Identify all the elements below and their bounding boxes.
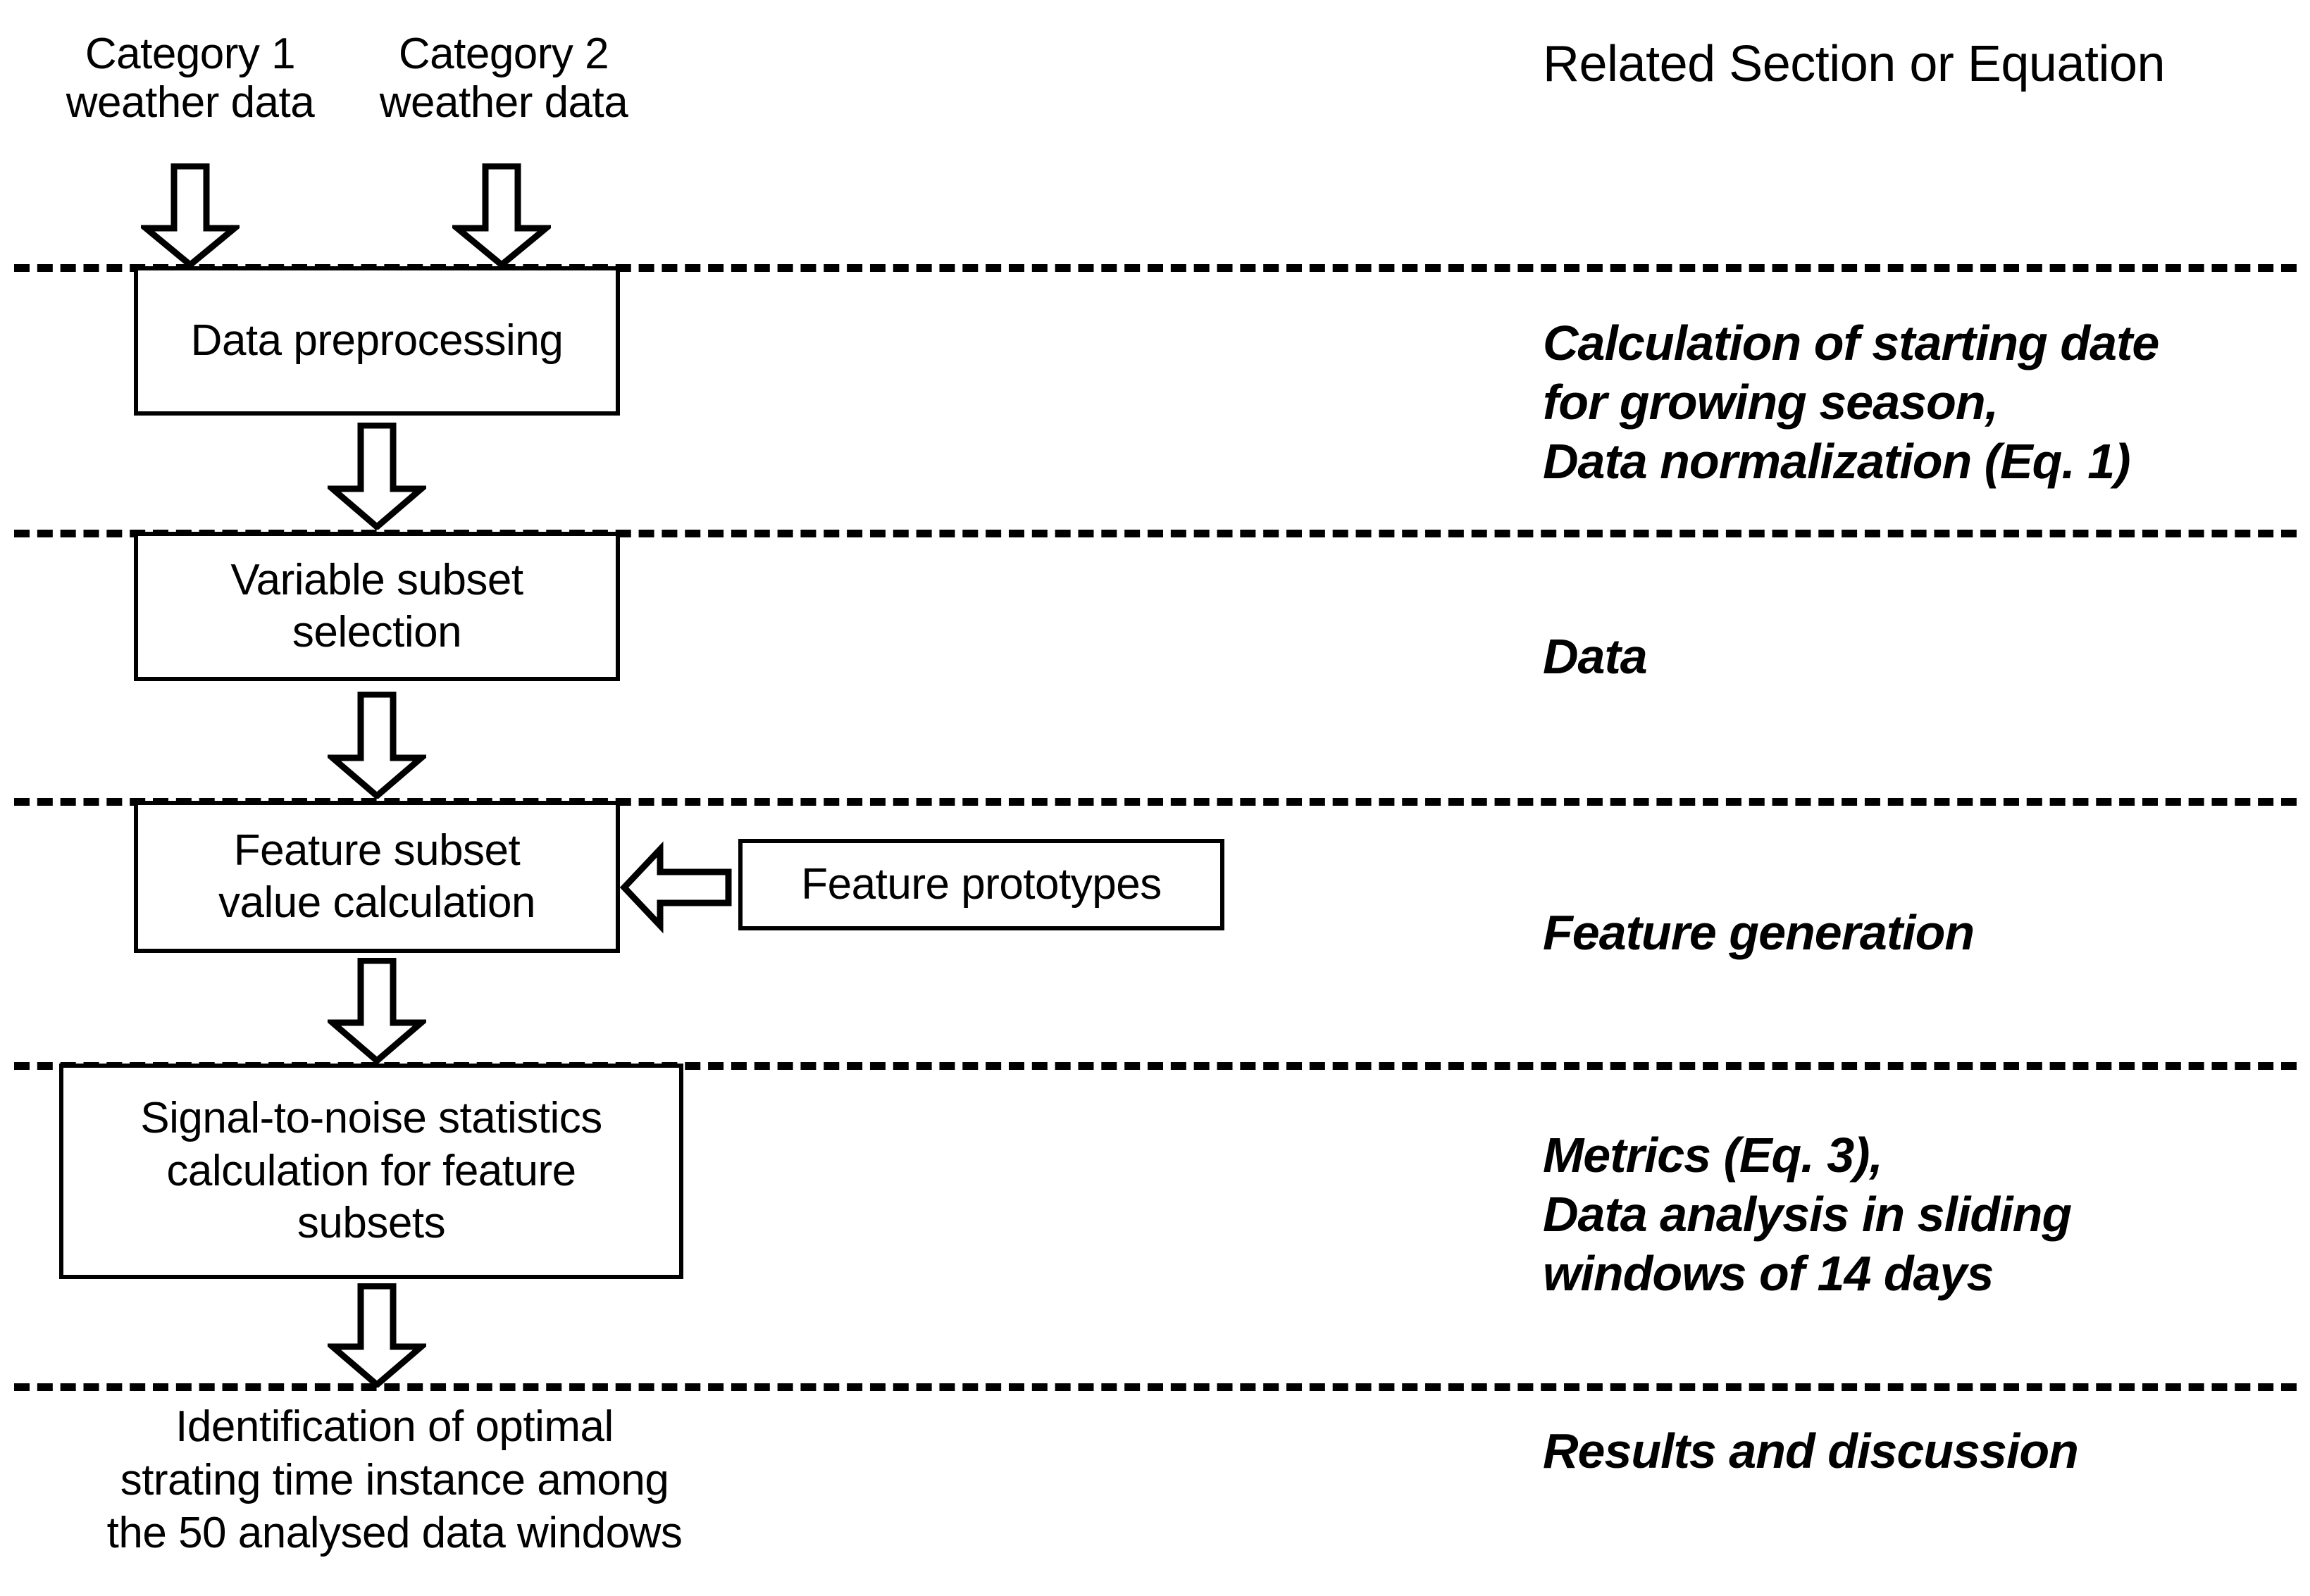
- process-box-feature-subset-value-calculation[interactable]: Feature subset value calculation: [134, 801, 620, 953]
- section-label-metrics: Metrics (Eq. 3), Data analysis in slidin…: [1543, 1128, 2072, 1301]
- separator-5: [14, 1383, 2297, 1391]
- process-box-label: Data preprocessing: [190, 316, 564, 365]
- process-box-variable-subset-selection[interactable]: Variable subset selection: [134, 532, 620, 681]
- arrow-feature-subset-to-signal-to-noise: [328, 958, 426, 1064]
- section-label-data: Data: [1543, 629, 1648, 684]
- side-box-label: Feature prototypes: [801, 859, 1162, 909]
- process-box-data-preprocessing[interactable]: Data preprocessing: [134, 266, 620, 416]
- process-box-label: Feature subset value calculation: [218, 825, 535, 927]
- arrow-signal-to-noise-to-identification: [328, 1283, 426, 1388]
- section-label-results-and-discussion: Results and discussion: [1543, 1423, 2079, 1478]
- arrow-cat2-to-preprocessing: [452, 163, 551, 268]
- process-box-label: Variable subset selection: [230, 555, 523, 656]
- arrow-preprocessing-to-variable-subset: [328, 423, 426, 530]
- arrow-variable-subset-to-feature-subset: [328, 692, 426, 799]
- related-section-header: Related Section or Equation: [1543, 36, 2166, 92]
- section-label-calculation-of-starting-date: Calculation of starting date for growing…: [1543, 316, 2159, 489]
- arrow-feature-prototypes-to-feature-subset: [620, 838, 733, 937]
- process-box-signal-to-noise-statistics[interactable]: Signal-to-noise statistics calculation f…: [59, 1064, 683, 1279]
- source-label-category-1: Category 1 weather data: [66, 30, 315, 127]
- process-box-label: Signal-to-noise statistics calculation f…: [140, 1094, 602, 1248]
- terminal-identification-of-optimal-starting-time: Identification of optimal strating time …: [106, 1402, 683, 1558]
- side-box-feature-prototypes[interactable]: Feature prototypes: [738, 839, 1224, 930]
- section-label-feature-generation: Feature generation: [1543, 905, 1975, 960]
- separator-2: [14, 530, 2297, 537]
- separator-3: [14, 798, 2297, 806]
- separator-4: [14, 1062, 2297, 1070]
- arrow-cat1-to-preprocessing: [141, 163, 240, 268]
- separator-1: [14, 264, 2297, 272]
- source-label-category-2: Category 2 weather data: [379, 30, 628, 127]
